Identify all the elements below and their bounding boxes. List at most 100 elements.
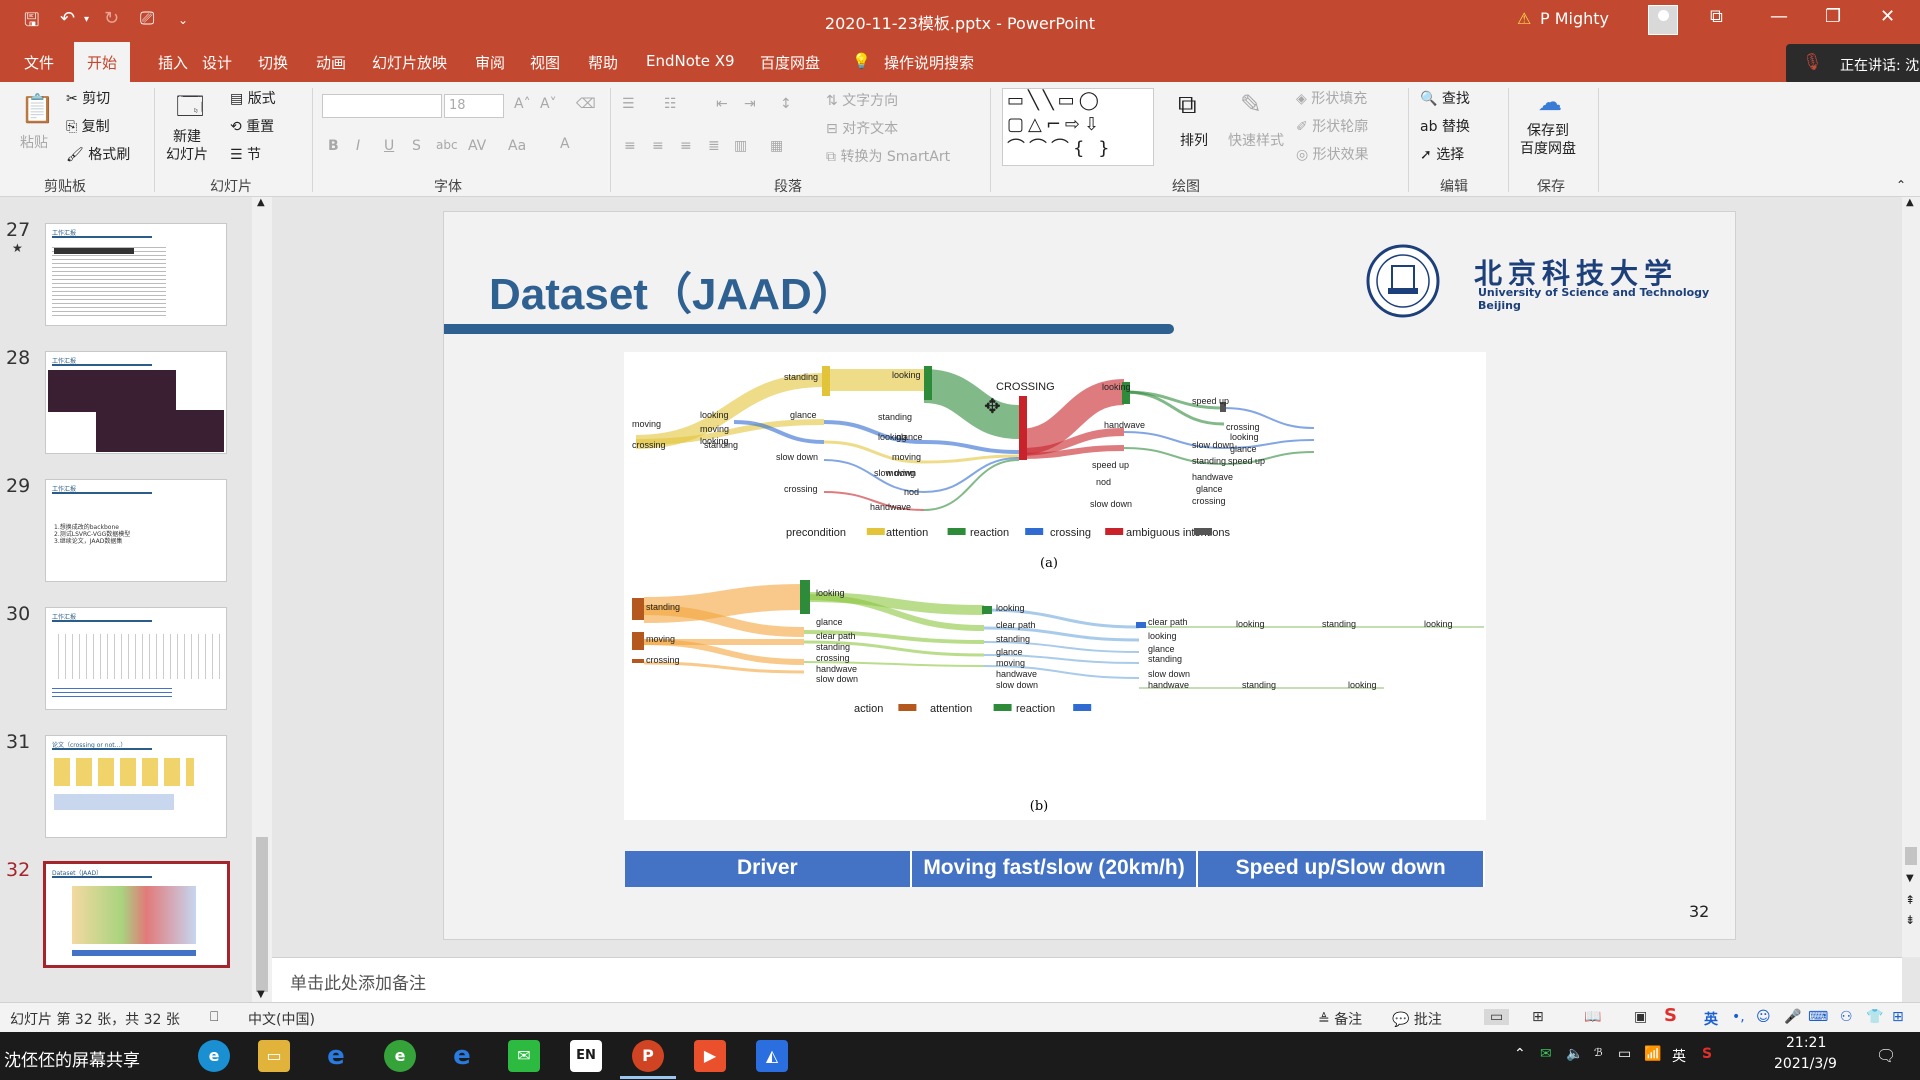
tab-insert[interactable]: 插入	[158, 54, 189, 72]
tab-design[interactable]: 设计	[202, 54, 233, 72]
italic-icon[interactable]: I	[356, 138, 361, 154]
comments-toggle[interactable]: 💬 批注	[1392, 1009, 1442, 1029]
notes-pane[interactable]: 单击此处添加备注	[272, 957, 1902, 1002]
user-tools-icon[interactable]: ⚇	[1840, 1009, 1853, 1025]
save-icon[interactable]: 🖫	[24, 10, 40, 31]
bold-icon[interactable]: B	[328, 138, 339, 154]
tab-help[interactable]: 帮助	[588, 54, 619, 72]
wifi-icon[interactable]: 📶	[1644, 1046, 1662, 1062]
collapse-ribbon-icon[interactable]: ⌃	[1896, 178, 1907, 192]
player-icon[interactable]: ▶	[694, 1040, 726, 1072]
shape-outline-button[interactable]: ✐ 形状轮廓	[1296, 116, 1368, 136]
copy-button[interactable]: ⎘ 复制	[66, 116, 110, 136]
char-spacing-icon[interactable]: AV	[468, 138, 487, 154]
ime-tray-icon[interactable]: ℬ	[1594, 1046, 1603, 1059]
slide-thumbnail-27[interactable]: 工作汇报	[45, 223, 227, 326]
prev-slide-icon[interactable]: ⇞	[1905, 893, 1916, 907]
notifications-icon[interactable]: 🗨	[1876, 1046, 1897, 1065]
arrange-button[interactable]: 排列	[1180, 133, 1208, 149]
tab-baidu[interactable]: 百度网盘	[760, 54, 821, 72]
line-spacing-icon[interactable]: ↕	[780, 96, 792, 112]
tab-animations[interactable]: 动画	[316, 54, 347, 72]
justify-icon[interactable]: ≣	[708, 138, 720, 154]
tab-transitions[interactable]: 切换	[258, 54, 289, 72]
find-button[interactable]: 🔍 查找	[1420, 88, 1470, 108]
slide-thumbnail-31[interactable]: 论文（crossing or not...）	[45, 735, 227, 838]
slide-title[interactable]: Dataset（JAAD）	[489, 270, 856, 319]
shapes-gallery[interactable]: ▭╲╲▭◯▢△⌐⇨⇩⌒⌒⌒{ }	[1002, 88, 1154, 166]
font-size-field[interactable]: 18	[444, 94, 504, 118]
toolbox-icon[interactable]: ⊞	[1892, 1009, 1904, 1025]
minimize-icon[interactable]: —	[1770, 6, 1788, 27]
volume-icon[interactable]: 🔈	[1566, 1046, 1584, 1062]
increase-indent-icon[interactable]: ⇥	[744, 96, 756, 112]
font-color-icon[interactable]: A	[560, 136, 570, 152]
warning-icon[interactable]: ⚠	[1517, 9, 1532, 28]
cut-button[interactable]: ✂ 剪切	[66, 88, 110, 108]
section-button[interactable]: ☰ 节	[230, 144, 261, 164]
select-button[interactable]: ➚ 选择	[1420, 144, 1464, 164]
font-name-field[interactable]	[322, 94, 442, 118]
slide-canvas[interactable]: Dataset（JAAD） 北京科技大学 University of Scien…	[443, 211, 1736, 940]
format-painter-button[interactable]: 🖌 格式刷	[66, 144, 130, 164]
ime-tray-mode[interactable]: 英	[1672, 1049, 1686, 1065]
voice-icon[interactable]: 🎤	[1784, 1009, 1802, 1025]
tell-me-search[interactable]: 操作说明搜索	[884, 54, 975, 72]
scroll-up-icon[interactable]: ▲	[1906, 197, 1914, 208]
shape-fill-button[interactable]: ◈ 形状填充	[1296, 88, 1367, 108]
bullets-icon[interactable]: ☰	[622, 96, 635, 112]
present-icon[interactable]: ⎚	[140, 8, 155, 29]
scroll-thumb[interactable]	[256, 837, 268, 992]
paste-button[interactable]: 粘贴	[20, 135, 48, 151]
shape-effects-button[interactable]: ◎ 形状效果	[1296, 144, 1369, 164]
customize-qat-icon[interactable]: ⌄	[178, 13, 189, 27]
scroll-down-icon[interactable]: ▼	[257, 989, 265, 1000]
ie-icon[interactable]: e	[327, 1041, 345, 1071]
slide-thumbnail-28[interactable]: 工作汇报	[45, 351, 227, 454]
notes-toggle[interactable]: ≜ 备注	[1318, 1009, 1362, 1029]
scroll-down-icon[interactable]: ▼	[1906, 873, 1914, 884]
lightbulb-icon[interactable]: 💡	[852, 52, 871, 70]
clock-time[interactable]: 21:21	[1786, 1035, 1827, 1051]
align-left-icon[interactable]: ≡	[624, 138, 636, 154]
sogou-tray-icon[interactable]: S	[1702, 1046, 1713, 1062]
ie-icon[interactable]: e	[453, 1041, 471, 1071]
replace-button[interactable]: ab 替换	[1420, 116, 1470, 136]
baidu-cloud-icon[interactable]: ☁	[1538, 88, 1562, 116]
reset-button[interactable]: ⟲ 重置	[230, 116, 274, 136]
distributed-icon[interactable]: ▥	[734, 138, 748, 154]
paste-icon[interactable]: 📋	[20, 92, 55, 125]
endnote-icon[interactable]: EN	[570, 1040, 602, 1072]
slide-thumbnails-pane[interactable]: 27 ★ 工作汇报 28 工作汇报 29 工作汇报 1.想换成改的backbon…	[0, 197, 272, 1002]
align-text-button[interactable]: ⊟ 对齐文本	[826, 118, 898, 138]
next-slide-icon[interactable]: ⇟	[1905, 913, 1916, 927]
new-slide-button[interactable]: 新建 幻灯片	[166, 129, 208, 163]
reading-view-icon[interactable]: 📖	[1584, 1009, 1602, 1025]
arrange-icon[interactable]: ⧉	[1178, 90, 1197, 120]
quick-styles-icon[interactable]: ✎	[1240, 90, 1262, 120]
layout-button[interactable]: ▤ 版式	[230, 88, 276, 108]
meeting-icon[interactable]: ◭	[756, 1040, 788, 1072]
skin-icon[interactable]: 👕	[1866, 1009, 1884, 1025]
align-center-icon[interactable]: ≡	[652, 138, 664, 154]
edge-icon[interactable]: e	[198, 1040, 230, 1072]
thumbnails-scrollbar[interactable]: ▲ ▼	[252, 197, 272, 1002]
browser-360-icon[interactable]: e	[384, 1040, 416, 1072]
slide-scrollbar[interactable]: ▲ ▼ ⇞ ⇟	[1902, 197, 1920, 957]
file-explorer-icon[interactable]: ▭	[258, 1040, 290, 1072]
columns-icon[interactable]: ▦	[770, 138, 784, 154]
text-direction-button[interactable]: ⇅ 文字方向	[826, 90, 898, 110]
smartart-button[interactable]: ⧉ 转换为 SmartArt	[826, 146, 950, 166]
battery-icon[interactable]: ▭	[1618, 1046, 1632, 1062]
tab-review[interactable]: 审阅	[475, 54, 506, 72]
shadow-icon[interactable]: S	[412, 138, 421, 154]
language[interactable]: 中文(中国)	[248, 1012, 315, 1028]
table-header-speed[interactable]: Speed up/Slow down	[1198, 851, 1486, 887]
undo-icon[interactable]: ↶	[60, 8, 76, 29]
table-header-moving[interactable]: Moving fast/slow (20km/h)	[911, 851, 1199, 887]
wechat-icon[interactable]: ✉	[508, 1040, 540, 1072]
wechat-tray-icon[interactable]: ✉	[1540, 1046, 1552, 1062]
slide-thumbnail-29[interactable]: 工作汇报 1.想换成改的backbone 2.测试LSVRC-VGG数据模型 3…	[45, 479, 227, 582]
tab-view[interactable]: 视图	[530, 54, 561, 72]
avatar[interactable]	[1648, 5, 1678, 35]
